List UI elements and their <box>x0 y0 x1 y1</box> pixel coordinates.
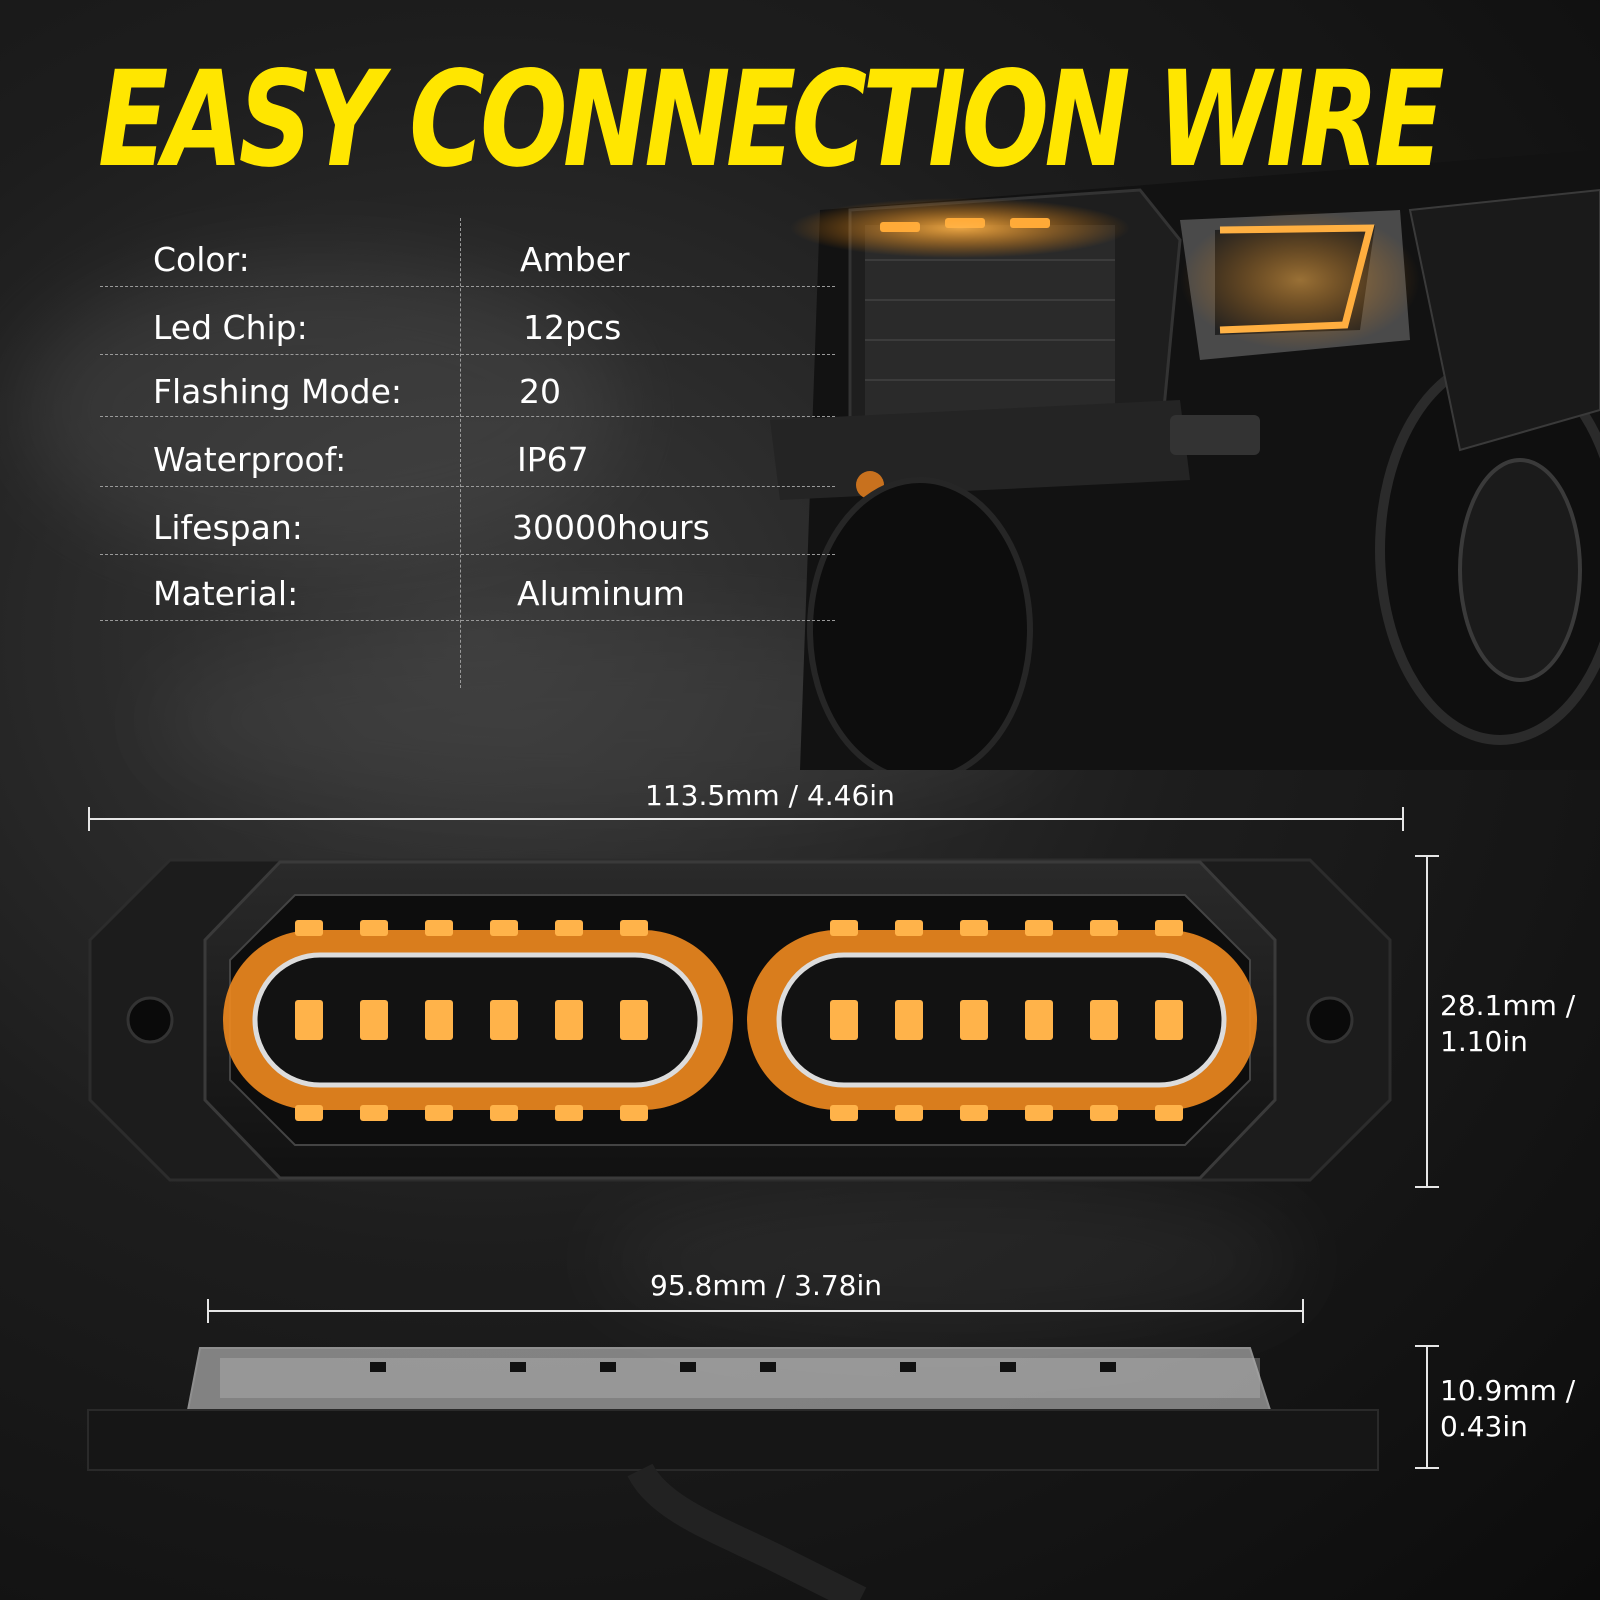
spec-label: Flashing Mode: <box>153 372 403 411</box>
table-divider <box>460 218 461 688</box>
light-front-view <box>88 858 1392 1182</box>
side-width-dimension-line <box>207 1299 1304 1323</box>
spec-row-material: Material: Aluminum <box>100 554 835 621</box>
front-width-dimension-line <box>88 807 1404 831</box>
spec-row-color: Color: Amber <box>100 218 835 287</box>
spec-label: Color: <box>153 240 250 279</box>
spec-label: Material: <box>153 574 299 613</box>
spec-value: IP67 <box>517 440 589 479</box>
front-width-label: 113.5mm / 4.46in <box>645 779 895 812</box>
spec-label: Waterproof: <box>153 440 347 479</box>
side-width-label: 95.8mm / 3.78in <box>650 1269 882 1302</box>
spec-row-led-chip: Led Chip: 12pcs <box>100 286 835 355</box>
spec-value: 30000hours <box>512 508 710 547</box>
spec-value: 12pcs <box>523 308 622 347</box>
spec-row-lifespan: Lifespan: 30000hours <box>100 486 835 555</box>
background-smoke <box>600 1180 1300 1340</box>
spec-label: Lifespan: <box>153 508 303 547</box>
spec-value: Aluminum <box>517 574 685 613</box>
side-height-dimension-line <box>1415 1345 1439 1469</box>
background-smoke <box>20 260 620 560</box>
side-height-label-in: 0.43in <box>1440 1410 1528 1443</box>
spec-value: 20 <box>519 372 561 411</box>
truck-image <box>770 150 1600 770</box>
front-height-dimension-line <box>1415 855 1439 1188</box>
side-height-label-mm: 10.9mm / <box>1440 1374 1576 1407</box>
front-height-label-mm: 28.1mm / <box>1440 989 1576 1022</box>
spec-table: Color: Amber Led Chip: 12pcs Flashing Mo… <box>100 218 835 688</box>
headline: EASY CONNECTION WIRE <box>98 43 1445 197</box>
spec-label: Led Chip: <box>153 308 308 347</box>
front-height-label-in: 1.10in <box>1440 1025 1528 1058</box>
spec-row-flashing-mode: Flashing Mode: 20 <box>100 354 835 417</box>
spec-row-waterproof: Waterproof: IP67 <box>100 416 835 487</box>
light-side-view <box>87 1347 1379 1600</box>
spec-value: Amber <box>520 240 630 279</box>
